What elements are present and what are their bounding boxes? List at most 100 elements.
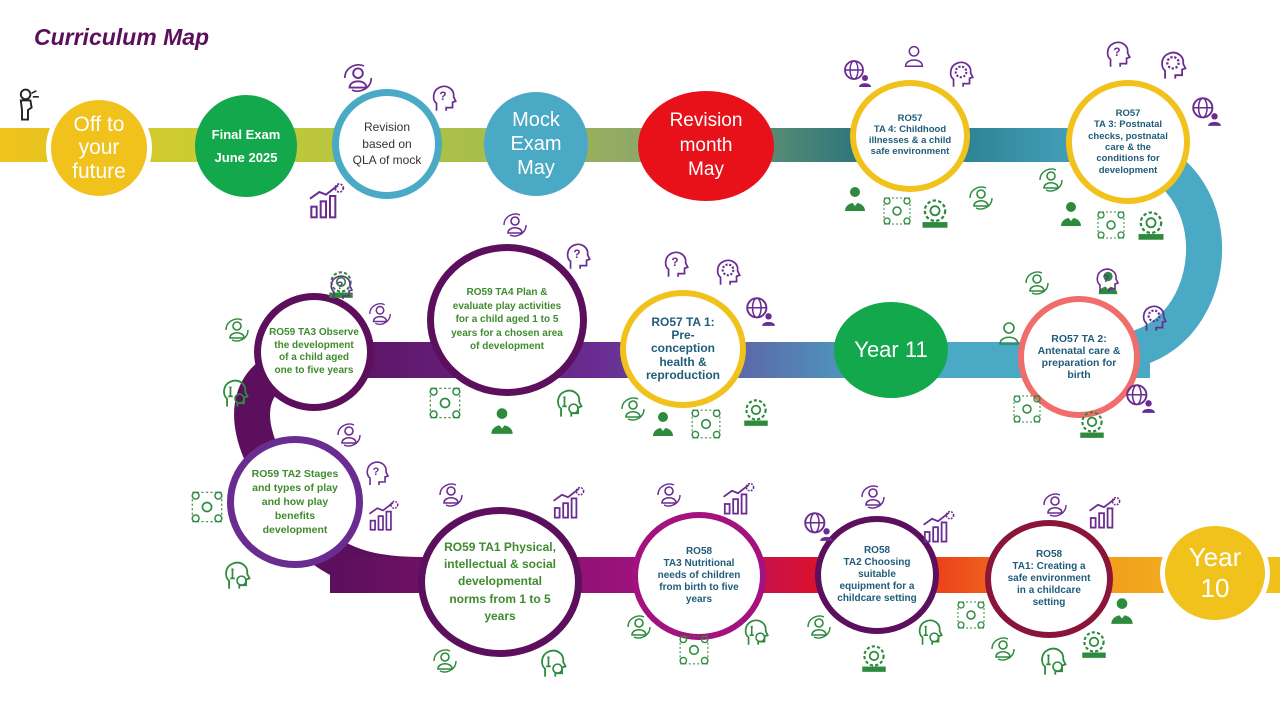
network-people-icon <box>1012 394 1042 424</box>
node-label: RO57 TA 2: Antenatal care & preparation … <box>1037 332 1121 382</box>
mind-gear-icon <box>858 642 890 674</box>
leader-icon <box>486 404 518 436</box>
person-cycle-icon <box>988 634 1018 664</box>
brain-gear-icon <box>945 58 977 90</box>
person-profile-icon <box>994 318 1024 348</box>
leader-icon <box>648 408 678 438</box>
brain-gear-icon <box>1138 302 1170 334</box>
chess-head-icon <box>536 646 570 680</box>
mind-gear-icon <box>325 268 357 300</box>
leader-icon <box>1106 594 1138 626</box>
person-cycle-icon <box>654 480 684 510</box>
network-people-icon <box>1096 210 1126 240</box>
mind-gear-icon <box>918 196 952 230</box>
person-cycle-icon <box>1040 490 1070 520</box>
person-cycle-icon <box>966 183 996 213</box>
leader-icon <box>840 183 870 213</box>
network-people-icon <box>690 408 722 440</box>
person-cycle-icon <box>1036 165 1066 195</box>
node-label: Year 11 <box>854 337 928 362</box>
question-head-icon: ? <box>562 240 594 272</box>
node-ro58-ta3: RO58 TA3 Nutritional needs of children f… <box>632 512 766 640</box>
node-off-to-your-future: Off to your future <box>46 95 152 201</box>
node-ro59-ta1: RO59 TA1 Physical, intellectual & social… <box>418 507 582 657</box>
growth-chart-icon <box>720 480 756 516</box>
person-cycle-icon <box>618 394 648 424</box>
node-ro57-ta4: RO57 TA 4: Childhood illnesses & a child… <box>850 80 970 192</box>
network-people-icon <box>956 600 986 630</box>
node-label: RO57 TA 4: Childhood illnesses & a child… <box>868 113 952 157</box>
question-head-icon: ? <box>428 82 460 114</box>
question-head-icon: ? <box>1102 38 1134 70</box>
node-ro59-ta3: RO59 TA3 Observe the development of a ch… <box>254 293 374 411</box>
person-cycle-icon <box>624 612 654 642</box>
person-cycle-icon <box>430 646 460 676</box>
svg-text:?: ? <box>337 280 344 292</box>
mind-gear-icon <box>1078 628 1110 660</box>
question-head-icon: ? <box>326 272 356 302</box>
node-label: RO58 TA1: Creating a safe environment in… <box>1007 549 1091 608</box>
node-ro58-ta2: RO58 TA2 Choosing suitable equipment for… <box>815 516 939 634</box>
network-people-icon <box>882 196 912 226</box>
person-cycle-icon <box>500 210 530 240</box>
globe-people-icon <box>1124 382 1156 414</box>
person-cycle-icon <box>334 420 364 450</box>
network-people-icon <box>190 490 224 524</box>
growth-chart-icon <box>366 498 400 532</box>
chess-head-icon <box>218 376 252 410</box>
network-people-icon <box>678 634 710 666</box>
growth-chart-icon <box>1086 494 1122 530</box>
mind-gear-icon <box>1134 208 1168 242</box>
node-label: Mock Exam May <box>510 109 562 179</box>
svg-text:?: ? <box>1103 273 1110 285</box>
node-year-10: Year 10 <box>1160 521 1270 625</box>
person-profile-icon <box>900 42 928 70</box>
node-label: RO57 TA 3: Postnatal checks, postnatal c… <box>1088 107 1168 176</box>
node-revision-month: Revision month May <box>638 91 774 201</box>
growth-chart-icon <box>550 484 586 520</box>
svg-text:?: ? <box>373 466 380 478</box>
person-cycle-icon <box>858 482 888 512</box>
chess-head-icon <box>552 386 586 420</box>
node-label: RO59 TA1 Physical, intellectual & social… <box>443 539 557 624</box>
network-people-icon <box>428 386 462 420</box>
question-head-icon: ? <box>660 248 692 280</box>
node-revision-qla: Revision based on QLA of mock <box>332 89 442 199</box>
node-label: Year 10 <box>1188 541 1242 603</box>
growth-chart-icon <box>920 508 956 544</box>
svg-text:?: ? <box>671 256 678 269</box>
mind-gear-icon <box>740 396 772 428</box>
globe-people-icon <box>1190 95 1222 127</box>
node-label: RO59 TA3 Observe the development of a ch… <box>269 327 359 376</box>
brain-gear-icon <box>1156 48 1190 82</box>
page-title: Curriculum Map <box>34 24 210 50</box>
node-label: RO57 TA 1: Pre-conception health & repro… <box>646 315 720 382</box>
globe-people-icon <box>744 295 776 327</box>
node-label: RO58 TA2 Choosing suitable equipment for… <box>837 545 917 604</box>
brain-gear-icon <box>712 256 744 288</box>
mind-gear-icon <box>1076 408 1108 440</box>
person-cycle-icon <box>222 315 252 345</box>
chess-head-icon <box>914 616 946 648</box>
globe-people-icon <box>802 510 834 542</box>
svg-text:?: ? <box>439 90 446 103</box>
chess-head-icon <box>220 558 254 592</box>
svg-text:?: ? <box>573 248 580 261</box>
node-label: Off to your future <box>72 113 126 183</box>
node-ro57-ta2: RO57 TA 2: Antenatal care & preparation … <box>1018 296 1140 418</box>
person-cycle-icon <box>436 480 466 510</box>
question-head-icon: ? <box>1092 265 1122 295</box>
growth-chart-icon <box>306 180 346 220</box>
person-cycle-icon <box>1022 268 1052 298</box>
node-label: RO58 TA3 Nutritional needs of children f… <box>657 546 741 605</box>
node-label: Final Exam June 2025 <box>211 126 281 165</box>
person-cycle-icon <box>366 300 394 328</box>
node-label: RO59 TA4 Plan & evaluate play activities… <box>451 287 563 353</box>
node-ro59-ta4: RO59 TA4 Plan & evaluate play activities… <box>427 244 587 396</box>
node-mock-exam: Mock Exam May <box>484 92 588 196</box>
node-ro57-ta1: RO57 TA 1: Pre-conception health & repro… <box>620 290 746 408</box>
person-cycle-icon <box>804 612 834 642</box>
leader-icon <box>1056 198 1086 228</box>
node-ro59-ta2: RO59 TA2 Stages and types of play and ho… <box>227 436 363 568</box>
